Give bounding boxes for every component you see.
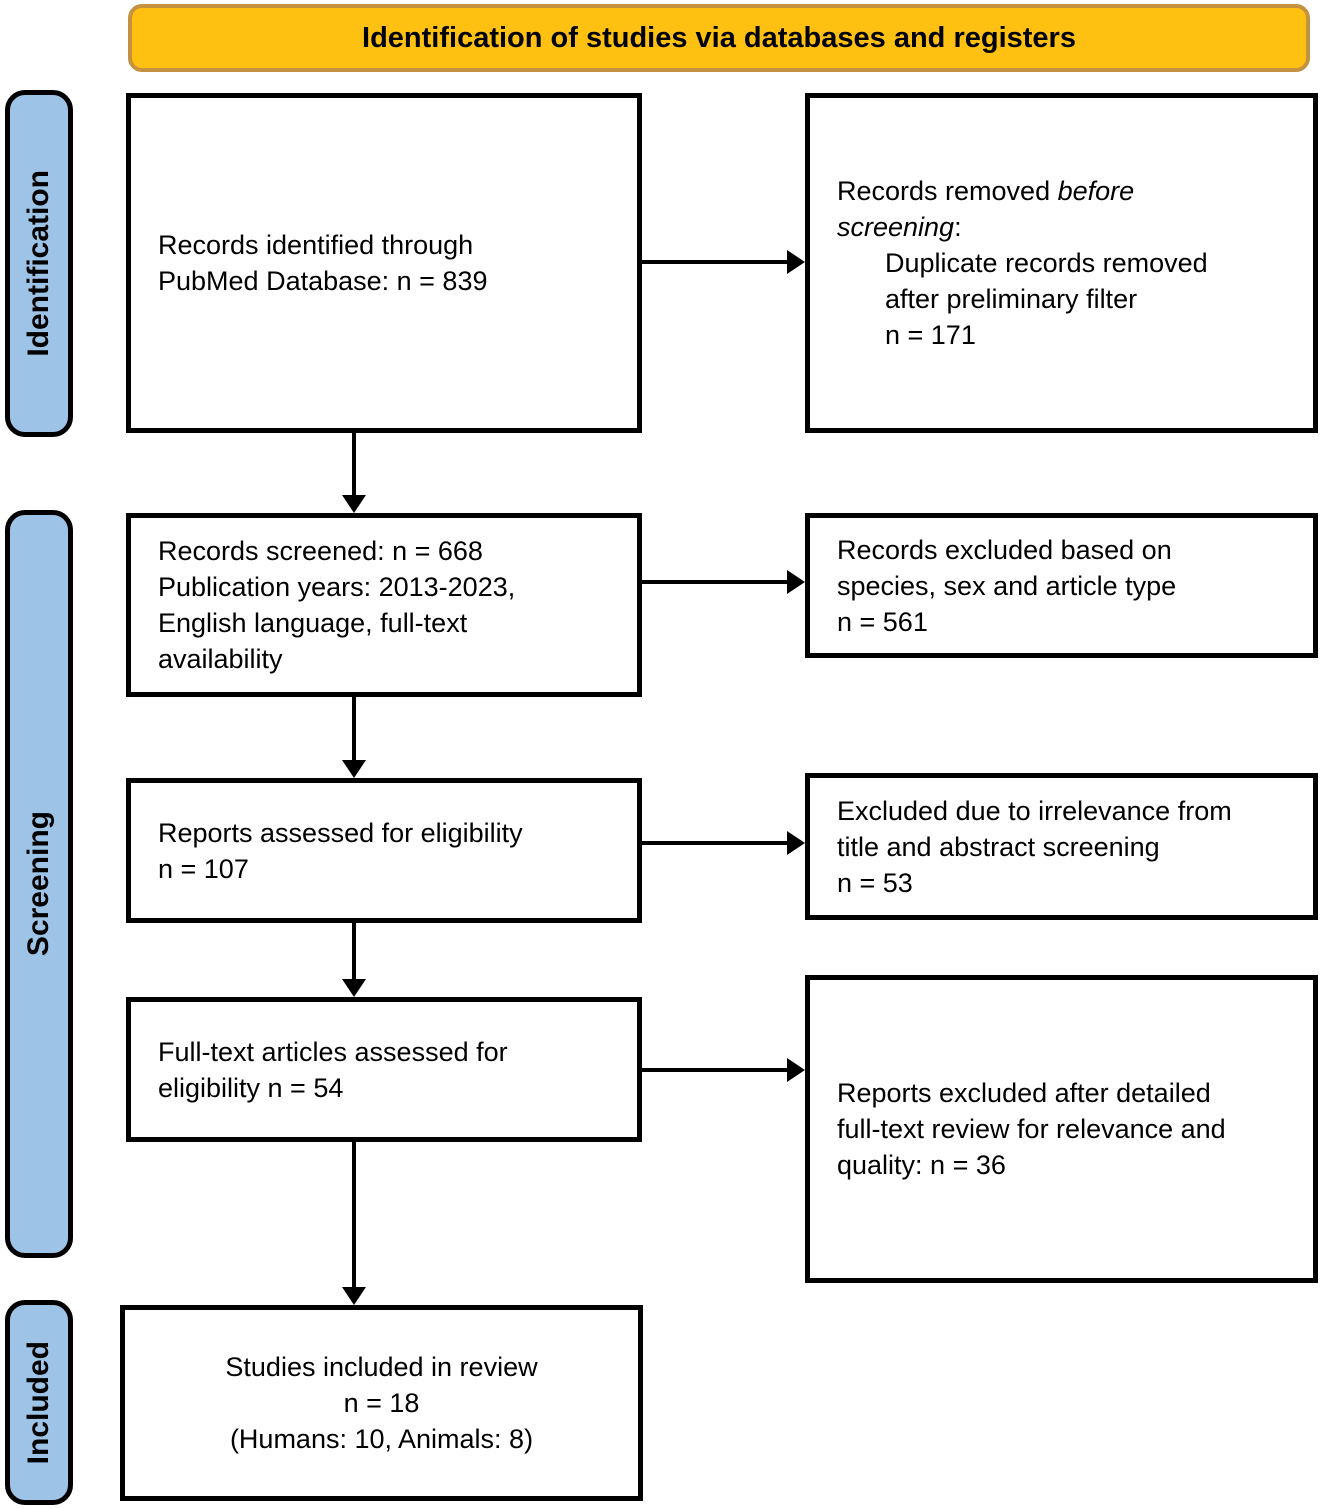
- box-fulltext-assessed-text: Full-text articles assessed for eligibil…: [131, 1026, 637, 1114]
- text-line: availability: [158, 644, 283, 674]
- text-line: Reports excluded after detailed: [837, 1078, 1211, 1108]
- arrow-head-down-icon: [342, 979, 366, 997]
- text-line: n = 107: [158, 853, 249, 884]
- stage-label-identification: Identification: [5, 90, 73, 437]
- text-line: (Humans: 10, Animals: 8): [229, 1424, 534, 1454]
- arrow-head-down-icon: [342, 1287, 366, 1305]
- text-line-indented: n = 171: [885, 320, 976, 350]
- box-fulltext-assessed: Full-text articles assessed for eligibil…: [126, 997, 642, 1142]
- box-reports-assessed: Reports assessed for eligibility n = 107: [126, 778, 642, 923]
- text-line: Reports assessed for eligibility: [158, 817, 523, 848]
- text-line: Records removed before: [837, 173, 1295, 209]
- arrow-head-right-icon: [787, 250, 805, 274]
- arrow-line: [642, 841, 787, 845]
- text-line: Studies included in review: [225, 1352, 538, 1382]
- box-reports-assessed-text: Reports assessed for eligibility n = 107: [131, 807, 637, 895]
- box-records-excluded-species: Records excluded based on species, sex a…: [805, 513, 1318, 658]
- box-records-removed-text: Records removed before screening: Duplic…: [810, 165, 1313, 361]
- stage-label-included: Included: [5, 1300, 73, 1505]
- text-line: screening:: [837, 209, 1295, 245]
- text-line: Records excluded based on: [837, 534, 1172, 565]
- box-records-identified: Records identified through PubMed Databa…: [126, 93, 642, 433]
- text-line: species, sex and article type: [837, 570, 1177, 601]
- text-line: Excluded due to irrelevance from: [837, 795, 1232, 826]
- diagram-title-banner: Identification of studies via databases …: [128, 4, 1310, 72]
- text-line: Records screened: n = 668: [158, 536, 483, 566]
- box-records-screened: Records screened: n = 668 Publication ye…: [126, 513, 642, 697]
- box-reports-excluded-fulltext-text: Reports excluded after detailed full-tex…: [810, 1067, 1313, 1191]
- box-excluded-irrelevance: Excluded due to irrelevance from title a…: [805, 773, 1318, 920]
- box-studies-included-text: Studies included in review n = 18 (Human…: [125, 1341, 638, 1465]
- arrow-head-down-icon: [342, 760, 366, 778]
- arrow-line: [352, 923, 356, 979]
- arrow-line: [642, 1068, 787, 1072]
- text-line: English language, full-text: [158, 608, 468, 638]
- box-records-screened-text: Records screened: n = 668 Publication ye…: [131, 525, 637, 685]
- text-segment-italic: before: [1057, 176, 1135, 206]
- text-line: n = 18: [343, 1388, 420, 1418]
- box-excluded-irrelevance-text: Excluded due to irrelevance from title a…: [810, 785, 1313, 909]
- arrow-head-right-icon: [787, 1058, 805, 1082]
- text-line: Full-text articles assessed for: [158, 1036, 508, 1067]
- box-reports-excluded-fulltext: Reports excluded after detailed full-tex…: [805, 975, 1318, 1283]
- text-line-indented: after preliminary filter: [885, 284, 1138, 314]
- text-line: Records identified through: [158, 230, 474, 260]
- arrow-head-right-icon: [787, 831, 805, 855]
- text-segment: :: [954, 212, 962, 242]
- box-records-removed-before-screening: Records removed before screening: Duplic…: [805, 93, 1318, 433]
- box-studies-included: Studies included in review n = 18 (Human…: [120, 1305, 643, 1501]
- box-records-excluded-species-text: Records excluded based on species, sex a…: [810, 524, 1313, 648]
- text-segment: Records removed: [837, 176, 1058, 206]
- stage-text-included: Included: [22, 1340, 55, 1465]
- stage-text-screening: Screening: [22, 811, 55, 957]
- diagram-title: Identification of studies via databases …: [362, 21, 1076, 54]
- arrow-line: [352, 433, 356, 495]
- text-line: Publication years: 2013-2023,: [158, 572, 516, 602]
- text-line-indented: Duplicate records removed: [885, 248, 1208, 278]
- stage-text-identification: Identification: [22, 170, 55, 357]
- text-line: full-text review for relevance and: [837, 1114, 1226, 1144]
- text-line: quality: n = 36: [837, 1150, 1006, 1180]
- text-line: PubMed Database: n = 839: [158, 266, 488, 296]
- box-records-identified-text: Records identified through PubMed Databa…: [131, 219, 637, 307]
- text-segment-italic: screening: [837, 212, 955, 242]
- arrow-line: [642, 260, 787, 264]
- stage-label-screening: Screening: [5, 510, 73, 1258]
- arrow-line: [642, 580, 787, 584]
- text-line: n = 561: [837, 606, 928, 637]
- arrow-line: [352, 1142, 356, 1287]
- text-line: eligibility n = 54: [158, 1072, 344, 1103]
- text-line: n = 53: [837, 867, 913, 898]
- arrow-line: [352, 697, 356, 760]
- text-line: title and abstract screening: [837, 831, 1160, 862]
- arrow-head-right-icon: [787, 570, 805, 594]
- arrow-head-down-icon: [342, 495, 366, 513]
